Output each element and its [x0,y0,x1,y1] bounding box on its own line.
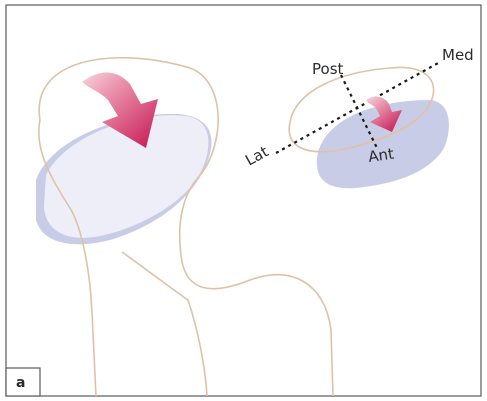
label-med: Med [442,46,474,64]
label-post: Post [312,60,344,78]
label-ant: Ant [367,145,395,166]
panel-label: a [16,375,25,391]
